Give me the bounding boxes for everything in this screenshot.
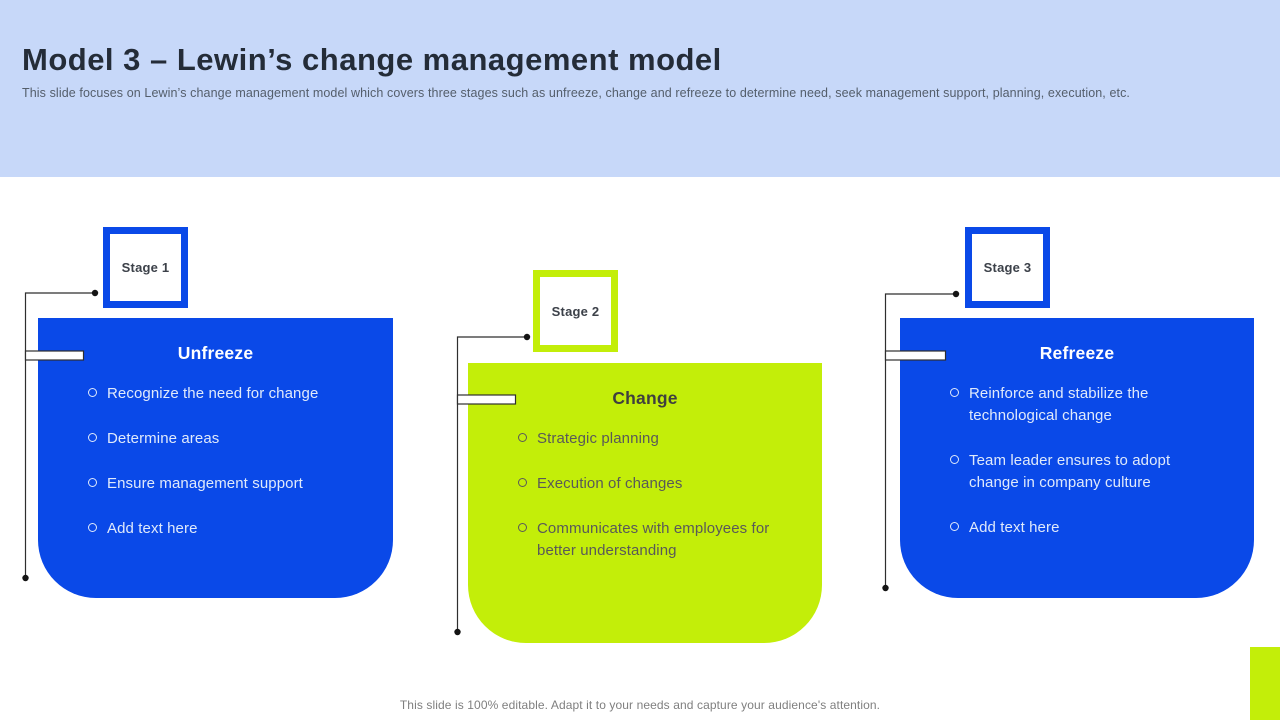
circle-bullet-icon [88, 388, 97, 397]
list-item: Strategic planning [518, 428, 802, 450]
circle-bullet-icon [950, 388, 959, 397]
change-card-title: Change [612, 388, 678, 408]
circle-bullet-icon [88, 478, 97, 487]
bullet-text: Ensure management support [107, 475, 303, 492]
circle-bullet-icon [518, 523, 527, 532]
corner-accent-tab [1250, 647, 1280, 720]
bullet-text: Recognize the need for change [107, 385, 319, 402]
change-card: Change Strategic planning Execution of c… [468, 363, 822, 643]
unfreeze-bullet-list: Recognize the need for change Determine … [38, 383, 393, 540]
circle-bullet-icon [518, 433, 527, 442]
stage1-label: Stage 1 [121, 260, 170, 275]
bullet-text: Execution of changes [537, 475, 683, 492]
list-item: Execution of changes [518, 473, 802, 495]
list-item: Ensure management support [88, 473, 373, 495]
list-item: Recognize the need for change [88, 383, 373, 405]
change-bullet-list: Strategic planning Execution of changes … [468, 428, 822, 562]
bullet-text: Add text here [969, 519, 1060, 536]
header-band: Model 3 – Lewin’s change management mode… [0, 0, 1280, 177]
list-item: Communicates with employees for better u… [518, 518, 802, 562]
list-item: Determine areas [88, 428, 373, 450]
bullet-text: Determine areas [107, 430, 220, 447]
list-item: Team leader ensures to adopt change in c… [950, 450, 1234, 494]
list-item: Reinforce and stabilize the technologica… [950, 383, 1234, 427]
page-title: Model 3 – Lewin’s change management mode… [22, 42, 722, 77]
list-item: Add text here [88, 518, 373, 540]
footer-note: This slide is 100% editable. Adapt it to… [399, 698, 881, 712]
bullet-text: Team leader ensures to adopt change in c… [969, 452, 1171, 491]
stage2-label: Stage 2 [551, 303, 600, 319]
stage3-box: Stage 3 [965, 227, 1050, 308]
bullet-text: Strategic planning [537, 430, 659, 447]
unfreeze-card-title: Unfreeze [177, 343, 254, 363]
unfreeze-card: Unfreeze Recognize the need for change D… [38, 318, 393, 598]
refreeze-card: Refreeze Reinforce and stabilize the tec… [900, 318, 1254, 598]
page-subtitle: This slide focuses on Lewin’s change man… [22, 86, 1131, 100]
bullet-text: Reinforce and stabilize the technologica… [969, 385, 1149, 424]
circle-bullet-icon [88, 433, 97, 442]
circle-bullet-icon [88, 523, 97, 532]
list-item: Add text here [950, 517, 1234, 539]
refreeze-card-title: Refreeze [1039, 343, 1115, 363]
refreeze-bullet-list: Reinforce and stabilize the technologica… [900, 383, 1254, 539]
circle-bullet-icon [950, 455, 959, 464]
circle-bullet-icon [518, 478, 527, 487]
stage3-label: Stage 3 [983, 260, 1032, 275]
stage2-box: Stage 2 [533, 270, 618, 352]
circle-bullet-icon [950, 522, 959, 531]
bullet-text: Add text here [107, 520, 198, 537]
bullet-text: Communicates with employees for better u… [537, 520, 770, 559]
stage1-box: Stage 1 [103, 227, 188, 308]
